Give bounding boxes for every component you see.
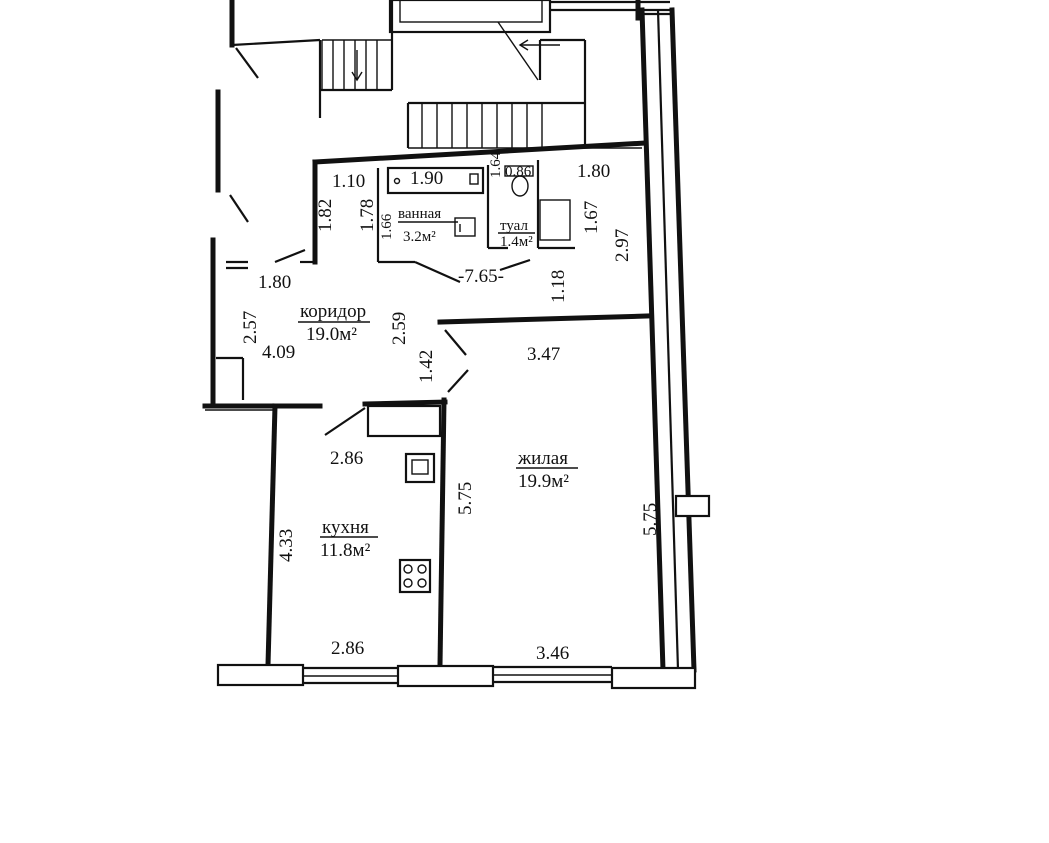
dim-label: 2.97 [612,229,633,262]
dim-label: 3.47 [527,344,560,365]
dim-label: 1.80 [258,272,291,293]
stove-icon [398,558,432,594]
dim-label: 1.18 [548,270,569,303]
sink-icon [454,217,476,237]
dim-label: 5.75 [455,482,476,515]
dim-label: 1.82 [315,199,336,232]
stairwell [229,0,670,149]
dim-label: 1.67 [581,201,602,234]
kitchen-sink-icon [404,452,436,484]
dim-label: 2.86 [330,448,363,469]
interior-partitions [265,313,651,668]
room-label-corridor: коридор 19.0м² [298,301,370,345]
dim-label: 1.64 [488,151,504,178]
dim-label: -7.65- [458,266,504,287]
bottom-wall [216,663,697,690]
dim-label: 1.90 [410,168,443,189]
room-name: ванная [398,206,441,222]
room-area: 19.9м² [518,471,569,492]
room-name: туал [500,218,528,234]
room-area: 19.0м² [306,324,357,345]
left-walls [202,89,323,411]
room-label-living: жилая 19.9м² [516,448,578,492]
room-name: кухня [322,517,369,538]
room-label-bathroom: ванная 3.2м² [398,206,458,245]
dim-label: 1.10 [332,171,365,192]
dim-label: 2.86 [331,638,364,659]
balcony-stub [674,494,711,518]
dim-label: 5.75 [640,503,661,536]
room-area: 3.2м² [403,229,436,245]
room-area: 1.4м² [500,234,533,250]
dim-label: 4.33 [276,529,297,562]
dim-label: 1.80 [577,161,610,182]
toilet-icon [511,175,529,197]
dim-label: 4.09 [262,342,295,363]
dim-label: 2.59 [389,312,410,345]
dim-label: 1.66 [379,213,395,240]
room-label-kitchen: кухня 11.8м² [320,517,378,561]
kitchen-counter [366,404,442,438]
dim-label: 0.86 [505,164,532,180]
dim-label: 2.57 [240,311,261,344]
room-name: жилая [517,448,568,469]
room-area: 11.8м² [320,540,371,561]
room-label-toilet: туал 1.4м² [498,218,535,250]
dim-label: 1.78 [357,199,378,232]
dim-label: 3.46 [536,643,569,664]
bathtub-icon [386,166,485,195]
dim-label: 1.42 [416,350,437,383]
right-wall [639,7,711,673]
room-name: коридор [300,301,366,322]
wet-rooms [300,140,648,284]
